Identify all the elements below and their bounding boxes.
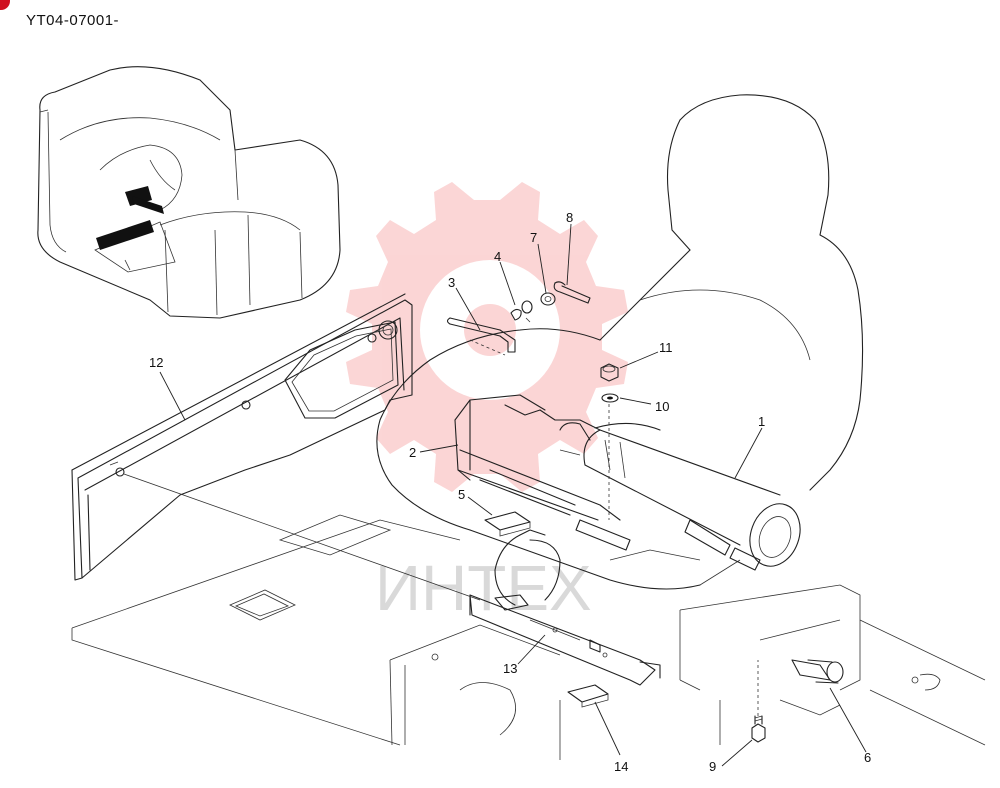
- leader-14: [594, 701, 621, 756]
- callout-11: 11: [659, 340, 673, 355]
- callout-8: 8: [566, 210, 573, 225]
- side-cover-panel: [71, 293, 413, 581]
- callout-10: 10: [655, 399, 669, 414]
- corner-mark: [0, 0, 10, 10]
- document-code: YT04-07001-: [26, 12, 120, 29]
- callout-5: 5: [458, 487, 465, 502]
- callout-4: 4: [494, 249, 501, 264]
- cylinder-unit: [559, 422, 801, 571]
- floor-deck: [71, 514, 986, 760]
- bracket-frame: [454, 394, 631, 551]
- washer-item-10: [601, 393, 619, 403]
- callout-7: 7: [530, 230, 537, 245]
- callout-9: 9: [709, 759, 716, 774]
- callout-3: 3: [448, 275, 455, 290]
- inset-machine-overview: [37, 66, 341, 319]
- watermark-text: ИНТЕХ: [375, 552, 592, 624]
- callout-6: 6: [864, 750, 871, 765]
- leader-7: [537, 243, 547, 294]
- leader-9: [721, 739, 753, 767]
- leader-3: [455, 287, 481, 331]
- leader-10: [619, 397, 652, 405]
- leader-12: [159, 371, 186, 421]
- leader-4: [499, 261, 516, 306]
- watermark-gear-logo: [346, 182, 628, 492]
- leader-13: [517, 634, 546, 665]
- leader-11: [619, 351, 659, 369]
- callout-1: 1: [758, 414, 765, 429]
- washer-item-4: [510, 300, 533, 323]
- bolt-item-9: [751, 660, 766, 743]
- pad-item-14: [567, 684, 609, 703]
- leader-1: [734, 427, 763, 479]
- callout-14: 14: [614, 759, 628, 774]
- nut-item-11: [600, 363, 619, 382]
- operator-seat: [376, 94, 864, 590]
- pin-rod: [446, 317, 516, 356]
- callout-12: 12: [149, 355, 163, 370]
- split-pin: [553, 281, 591, 304]
- bumper-item-6: [791, 659, 844, 684]
- callout-13: 13: [503, 661, 517, 676]
- washer-item-7: [540, 292, 556, 306]
- lower-bracket: [469, 529, 661, 686]
- leader-2: [419, 444, 459, 453]
- callout-2: 2: [409, 445, 416, 460]
- leader-5: [467, 496, 493, 516]
- leader-8: [566, 223, 572, 286]
- leader-6: [829, 687, 867, 753]
